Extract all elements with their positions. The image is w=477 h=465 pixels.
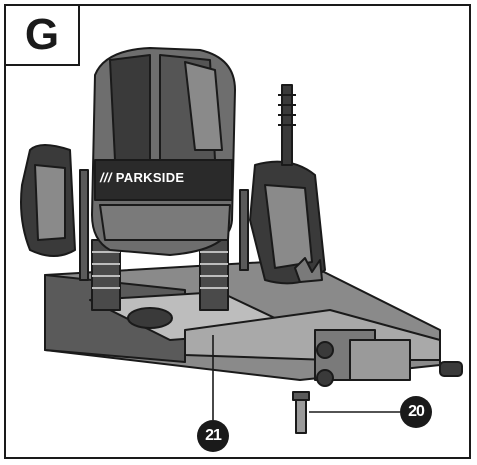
brand-label: ///PARKSIDE [100, 170, 184, 185]
figure-label: G [6, 6, 80, 66]
callout-21: 21 [197, 420, 229, 452]
brand-mark: /// [100, 170, 112, 185]
brand-name: PARKSIDE [115, 170, 185, 185]
callout-20: 20 [400, 396, 432, 428]
